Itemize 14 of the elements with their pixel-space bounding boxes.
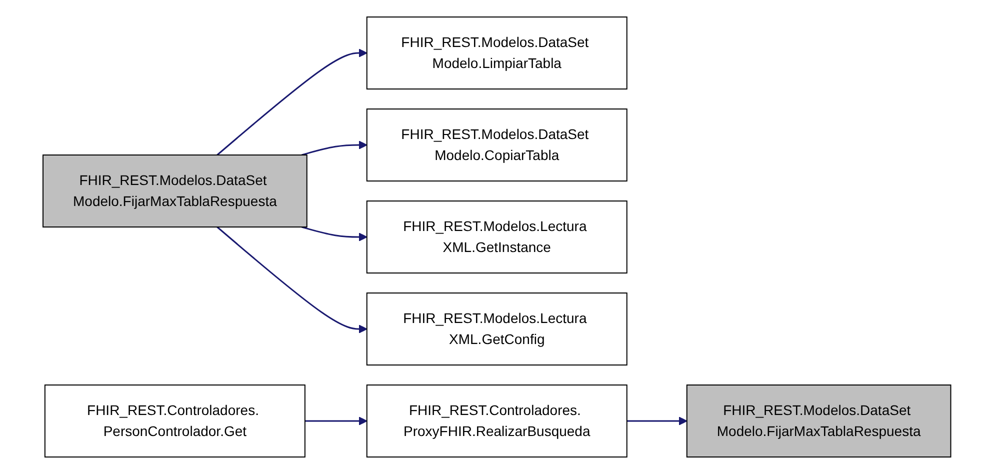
arrow xyxy=(627,416,688,425)
node-box: FHIR_REST.Modelos.DataSet Modelo.CopiarTabla xyxy=(366,108,628,181)
node-box: FHIR_REST.Controladores. ProxyFHIR.RealizarBusqueda xyxy=(366,384,628,457)
arrow xyxy=(302,226,368,241)
node-box: FHIR_REST.Modelos.Lectura XML.GetConfig xyxy=(366,292,628,365)
node-box: FHIR_REST.Modelos.DataSet Modelo.FijarMaxTablaRespuesta xyxy=(42,154,308,227)
node-box: FHIR_REST.Modelos.Lectura XML.GetInstance xyxy=(366,200,628,273)
arrow xyxy=(216,48,368,156)
node-box: FHIR_REST.Controladores. PersonControlador.Get xyxy=(44,384,306,457)
arrow xyxy=(305,416,368,425)
node-box: FHIR_REST.Modelos.DataSet Modelo.LimpiarTabla xyxy=(366,16,628,89)
node-box: FHIR_REST.Modelos.DataSet Modelo.FijarMaxTablaRespuesta xyxy=(686,384,952,457)
arrow xyxy=(216,226,368,333)
arrow xyxy=(302,140,368,156)
